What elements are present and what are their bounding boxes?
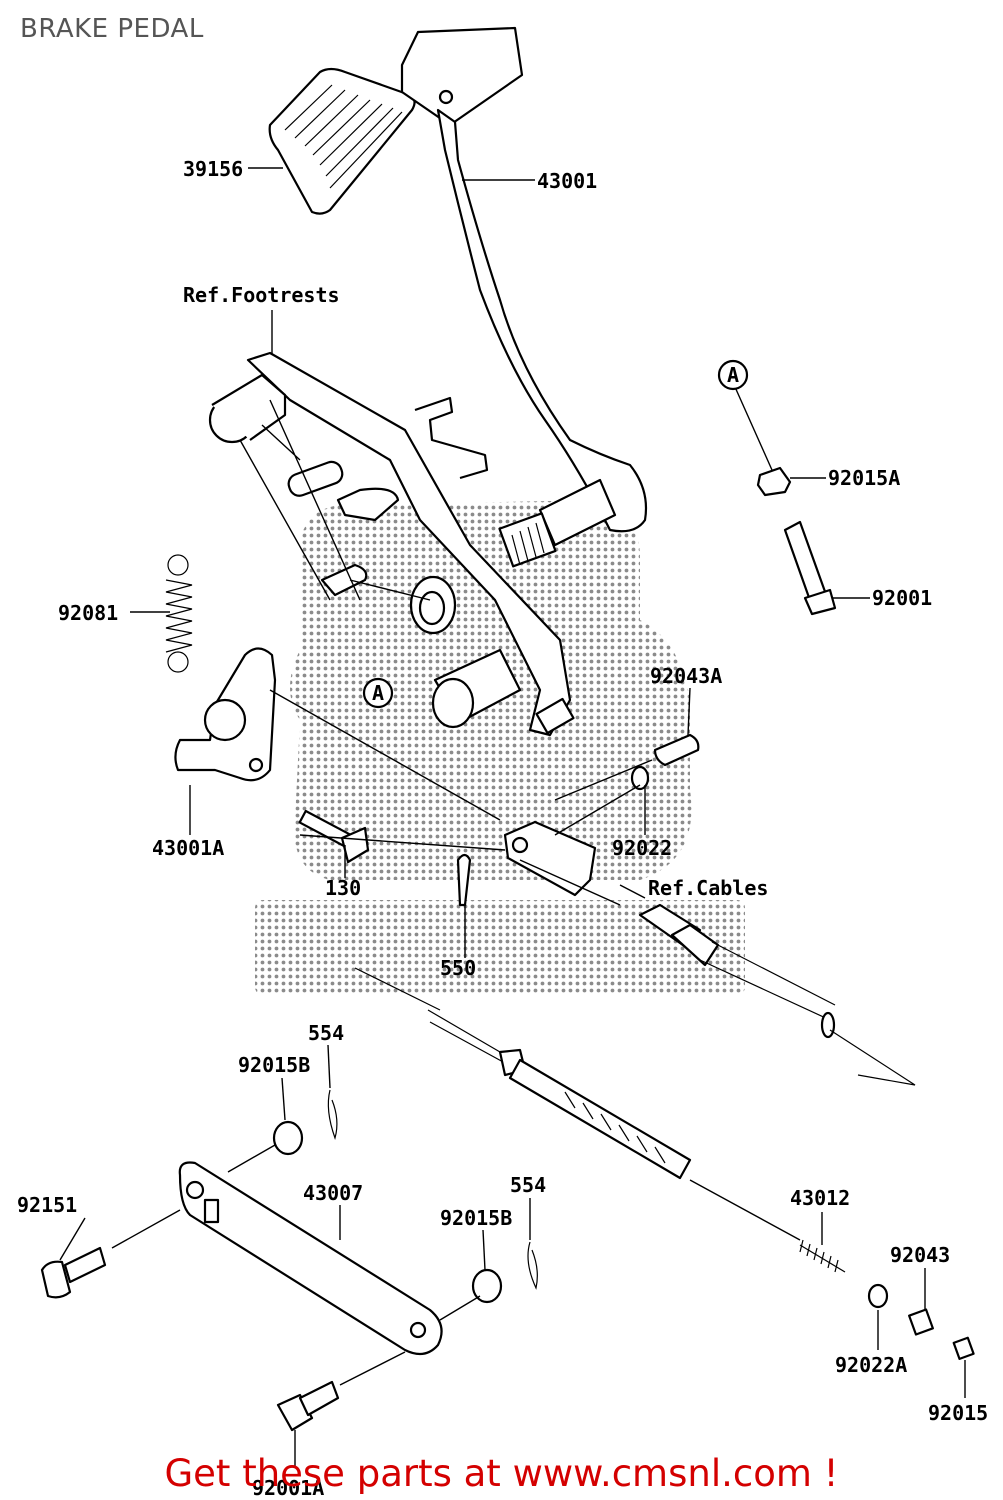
svg-text:A: A bbox=[372, 681, 384, 705]
link-rod bbox=[178, 1161, 443, 1356]
callout-92043A: 92043A bbox=[650, 664, 722, 688]
callout-43001A: 43001A bbox=[152, 836, 224, 860]
callout-92081: 92081 bbox=[58, 601, 118, 625]
bolt-92001A bbox=[276, 1380, 340, 1432]
leader-lines bbox=[59, 167, 966, 1468]
nut-92015B-mid bbox=[471, 1268, 503, 1304]
callout-554-mid: 554 bbox=[510, 1173, 546, 1197]
bolt-92151 bbox=[40, 1246, 107, 1299]
callout-550: 550 bbox=[440, 956, 476, 980]
svg-text:A: A bbox=[727, 363, 739, 387]
page-title: BRAKE PEDAL bbox=[20, 14, 204, 44]
callout-554-top: 554 bbox=[308, 1021, 344, 1045]
footer-link-text[interactable]: Get these parts at www.cmsnl.com ! bbox=[164, 1452, 839, 1495]
callout-39156: 39156 bbox=[183, 157, 243, 181]
spring-43012 bbox=[799, 1239, 846, 1273]
callout-ref-cables: Ref.Cables bbox=[648, 876, 768, 900]
circle-a-marker-mid: A bbox=[362, 677, 394, 709]
callout-43012: 43012 bbox=[790, 1186, 850, 1210]
callout-92022A: 92022A bbox=[835, 1353, 907, 1377]
pin-92043A bbox=[653, 733, 700, 767]
clip-554-top bbox=[327, 1089, 338, 1140]
return-spring bbox=[165, 554, 193, 673]
brake-lever bbox=[174, 647, 277, 782]
callout-92043: 92043 bbox=[890, 1243, 950, 1267]
callout-92001A: 92001A bbox=[252, 1476, 324, 1500]
circle-a-marker-top: A bbox=[717, 359, 749, 391]
footrest-bracket bbox=[208, 351, 575, 737]
callout-92015B-mid: 92015B bbox=[440, 1206, 512, 1230]
callout-92015B-top: 92015B bbox=[238, 1053, 310, 1077]
brake-pedal bbox=[400, 26, 648, 568]
clevis bbox=[503, 820, 597, 897]
brake-cable bbox=[354, 903, 916, 1180]
nut-92043 bbox=[908, 1308, 934, 1336]
pedal-pad bbox=[268, 67, 416, 215]
callout-92022: 92022 bbox=[612, 836, 672, 860]
washer-92022 bbox=[630, 765, 650, 791]
callout-43001: 43001 bbox=[537, 169, 597, 193]
callout-92151: 92151 bbox=[17, 1193, 77, 1217]
nut-92015B-top bbox=[272, 1120, 304, 1156]
clip-554-mid bbox=[527, 1241, 538, 1290]
callout-130: 130 bbox=[325, 876, 361, 900]
callout-92001: 92001 bbox=[872, 586, 932, 610]
washer-92022A bbox=[867, 1283, 889, 1309]
callout-ref-footrests: Ref.Footrests bbox=[183, 283, 340, 307]
nut-92015 bbox=[952, 1336, 975, 1360]
bolt-92001 bbox=[783, 520, 837, 616]
callout-92015: 92015 bbox=[928, 1401, 988, 1425]
callout-92015A: 92015A bbox=[828, 466, 900, 490]
cotter-pin bbox=[456, 853, 472, 907]
callout-43007: 43007 bbox=[303, 1181, 363, 1205]
nut-92015A bbox=[756, 466, 792, 497]
callout-labels: 39156 43001 Ref.Footrests 92015A 92001 9… bbox=[17, 157, 988, 1500]
